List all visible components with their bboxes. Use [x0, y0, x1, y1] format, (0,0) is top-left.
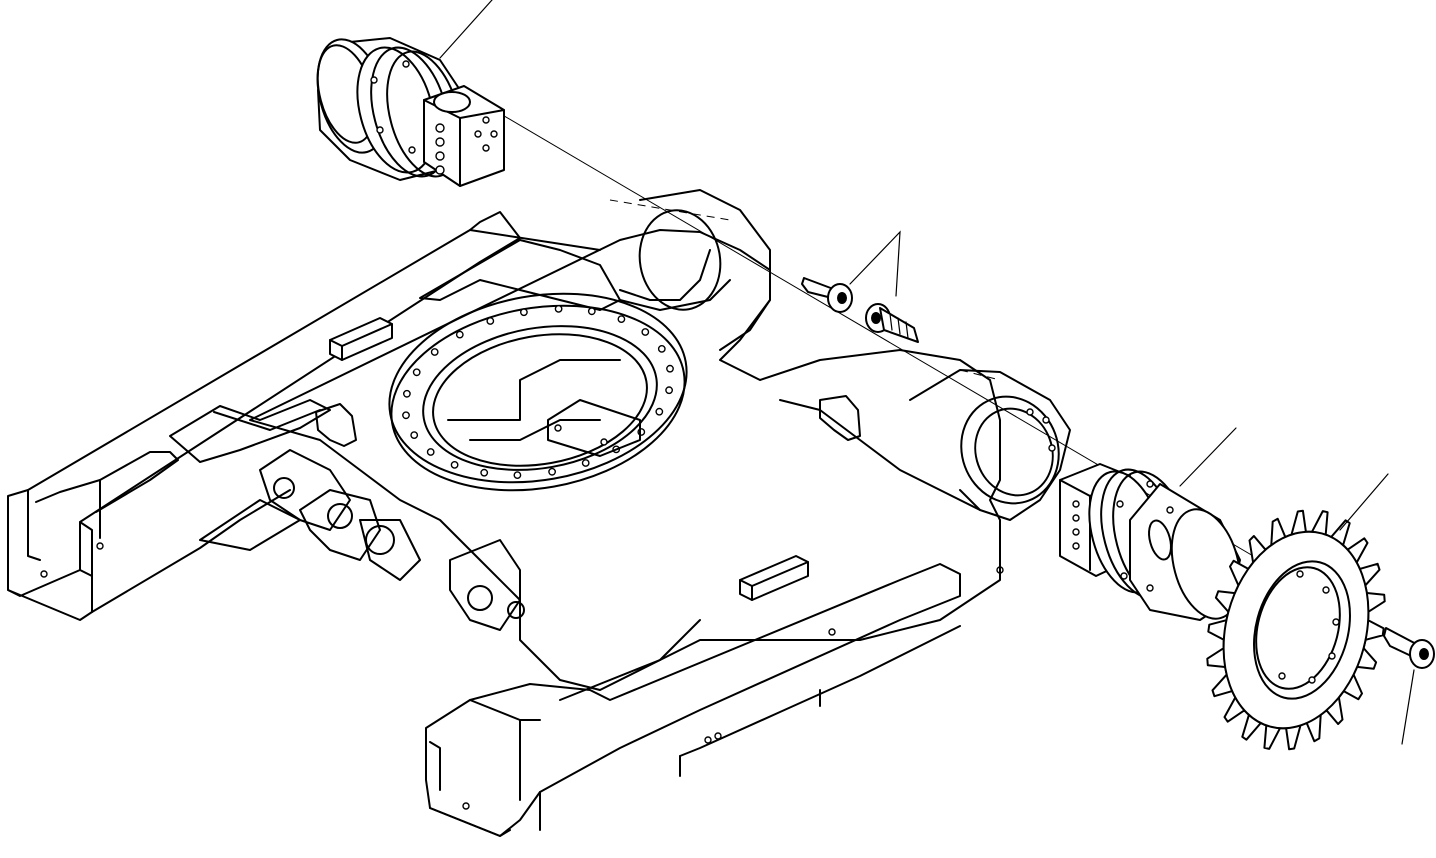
bolt-hole	[455, 330, 464, 339]
bolt-hole	[410, 431, 419, 439]
sprocket-bolt	[1383, 627, 1435, 745]
bolt-hole	[426, 448, 435, 456]
bolt-hole	[581, 459, 590, 467]
bolt-hole	[617, 315, 626, 323]
bolt-hole	[450, 460, 459, 469]
bolt-hole	[554, 304, 563, 313]
bolt-hole	[412, 368, 421, 377]
bolt-hole	[548, 467, 556, 476]
bolt-icon	[801, 277, 853, 313]
bolt-hole	[641, 328, 650, 336]
bolt-icon	[865, 303, 919, 343]
drive-sprocket	[1206, 473, 1389, 751]
swing-ring-bolt-holes	[402, 304, 674, 479]
bolt-hole	[513, 471, 522, 479]
bolt-hole	[587, 307, 596, 316]
mounting-bolts-upper	[801, 230, 919, 343]
bolt-hole	[402, 389, 411, 398]
travel-motor-left	[316, 0, 505, 187]
bolt-icon	[1383, 627, 1435, 669]
bolt-hole	[666, 364, 674, 373]
bolt-hole	[430, 348, 439, 356]
travel-motor-right	[1059, 427, 1242, 621]
bolt-hole	[480, 468, 489, 477]
track-frame	[7, 89, 1261, 837]
bolt-hole	[665, 386, 673, 395]
bolt-hole	[402, 411, 410, 420]
bolt-hole	[657, 344, 666, 353]
bolt-hole	[520, 308, 528, 317]
bolt-hole	[486, 317, 495, 325]
bolt-hole	[655, 407, 664, 416]
